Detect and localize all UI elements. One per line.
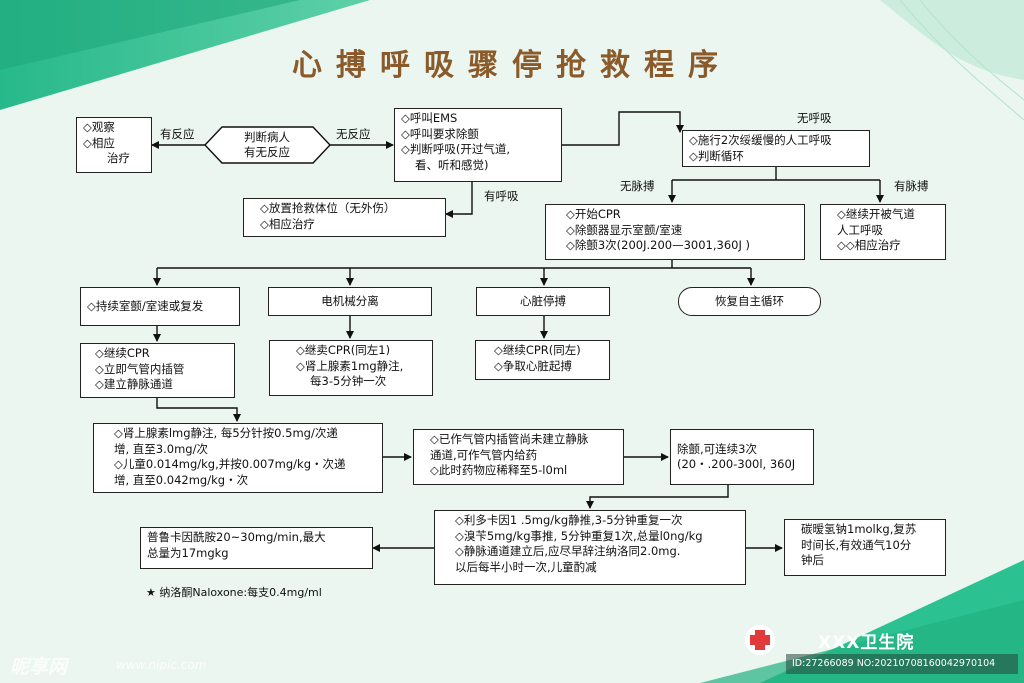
sodium-bicarbonate-box: 碳暧氢钠1molkg,复苏 时间长,有效通气10分 钟后 <box>784 519 946 576</box>
watermark-url: www.nipic.com <box>116 658 207 672</box>
judge-response-node: 判断病人 有无反应 <box>244 129 290 160</box>
recovery-position-box: ◇放置抢救体位（无外伤） ◇相应治疗 <box>243 198 446 237</box>
rescue-breaths-box: ◇施行2次绥缓慢的人工呼吸 ◇判断循环 <box>682 130 870 167</box>
continue-breathing-box: ◇继续开被气道 人工呼吸 ◇◇相应治疗 <box>820 204 946 260</box>
defibrillate-box: 除颤,可连续3次 (20・.200-300l, 360J <box>670 429 814 485</box>
label-no-response: 无反应 <box>336 127 371 141</box>
start-cpr-box: ◇开始CPR ◇除颤器显示室颤/室速 ◇除颤3次(200J.200—3001,3… <box>545 204 805 260</box>
persistent-vf-box: ◇持续室颤/室速或复发 <box>80 287 240 326</box>
image-id-bar: ID:27266089 NO:20210708160042970104 <box>786 654 1018 674</box>
epinephrine-dosing-box: ◇肾上腺素lmg静注, 每5分针按0.5mg/次递 增, 直至3.0mg/次 ◇… <box>93 423 383 493</box>
procainamide-box: 普鲁卡因酰胺20~30mg/min,最大 总量为17mgkg <box>140 527 373 569</box>
label-no-pulse: 无脉搏 <box>620 179 655 193</box>
continue-cpr-pacing-box: ◇继续CPR(同左) ◇争取心脏起搏 <box>475 340 610 380</box>
endotracheal-drug-box: ◇已作气管内插管尚未建立静脉 通道,可作气管内给药 ◇此时药物应稀释至5-l0m… <box>413 429 624 485</box>
watermark-brand: 昵享网 <box>10 656 68 678</box>
call-ems-box: ◇呼叫EMS ◇呼叫要求除颤 ◇判断呼吸(开过气道, 看、听和感觉) <box>394 108 562 182</box>
label-has-pulse: 有脉搏 <box>894 179 929 193</box>
asystole-box: 心脏停搏 <box>476 287 610 316</box>
page-title: 心搏呼吸骤停抢救程序 <box>292 48 732 83</box>
continue-cpr-epinephrine-box: ◇继卖CPR(同左1) ◇肾上腺素1mg静注, 每3-5分钟一次 <box>269 340 433 396</box>
lidocaine-bretylium-box: ◇利多卡因1 .5mg/kg静推,3-5分钟重复一次 ◇溴苄5mg/kg事推, … <box>434 510 746 585</box>
label-has-breathing: 有呼吸 <box>484 189 519 203</box>
hospital-name: XXX卫生院 <box>818 633 915 653</box>
emd-box: 电机械分离 <box>268 287 432 316</box>
rosc-box: 恢复自主循环 <box>678 287 821 316</box>
label-no-breathing: 无呼吸 <box>797 111 832 125</box>
red-cross-logo <box>745 625 775 655</box>
naloxone-note: ★ 纳洛酮Naloxone:每支0.4mg/ml <box>146 586 322 599</box>
observe-treat-box: ◇观察 ◇相应 治疗 <box>76 117 152 173</box>
label-has-response: 有反应 <box>160 127 195 141</box>
continue-cpr-intubate-box: ◇继续CPR ◇立即气管内插管 ◇建立静脉通道 <box>80 343 235 398</box>
